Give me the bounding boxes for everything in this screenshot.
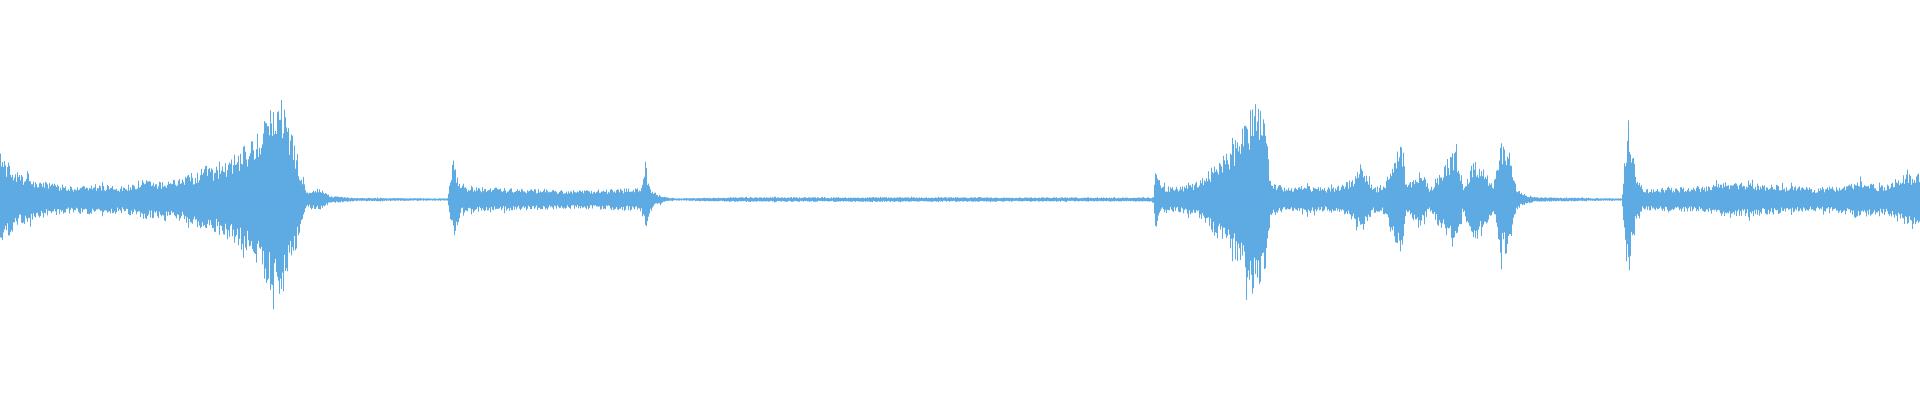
waveform-samples [0, 100, 1920, 310]
waveform-path [0, 100, 1920, 310]
